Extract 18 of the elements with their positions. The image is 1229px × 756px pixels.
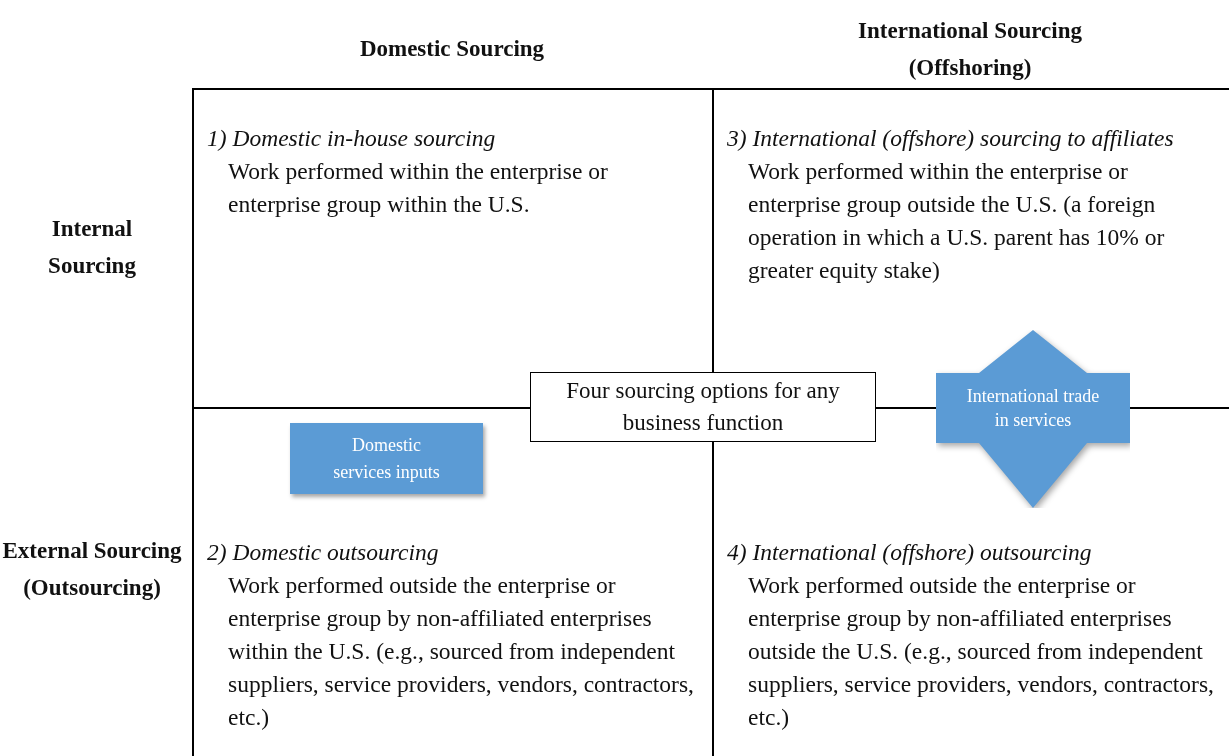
quadrant-heading: 2) Domestic outsourcing (207, 538, 440, 567)
services-label: Domestic services inputs (332, 433, 441, 484)
quadrant-heading: 1) Domestic in-house sourcing (207, 124, 497, 153)
axis-heading: International Sourcing (Offshoring) (857, 17, 1083, 82)
quadrant-description: Work performed outside the enterprise or enterprise group by non-affiliated enterprises outside the U.S. (e.g., sourced from independent suppliers, service providers, vendors, contractors, etc.) (748, 571, 1215, 732)
center-title: Four sourcing options for any business function (565, 377, 841, 437)
quadrant-description: Work performed outside the enterprise or enterprise group by non-affiliated enterprises within the U.S. (e.g., sourced from independent suppliers, service providers, vendors, contractors, etc.) (228, 571, 695, 732)
double-block-arrow (936, 330, 1130, 508)
quadrant-description: Work performed within the enterprise or enterprise group within the U.S. (228, 157, 609, 219)
axis-heading: Internal Sourcing (47, 215, 137, 280)
axis-heading: External Sourcing (Outsourcing) (2, 537, 182, 602)
quadrant-description: Work performed within the enterprise or enterprise group outside the U.S. (a foreign operation in which a U.S. parent has 10% or greater equity stake) (748, 157, 1166, 285)
axis-heading: Domestic Sourcing (358, 35, 546, 63)
quadrant-heading: 4) International (offshore) outsourcing (727, 538, 1093, 567)
center-box (530, 372, 876, 442)
services-box (290, 423, 483, 494)
quadrant-heading: 3) International (offshore) sourcing to affiliates (727, 124, 1175, 153)
arrow-label: International trade in services (965, 385, 1101, 432)
